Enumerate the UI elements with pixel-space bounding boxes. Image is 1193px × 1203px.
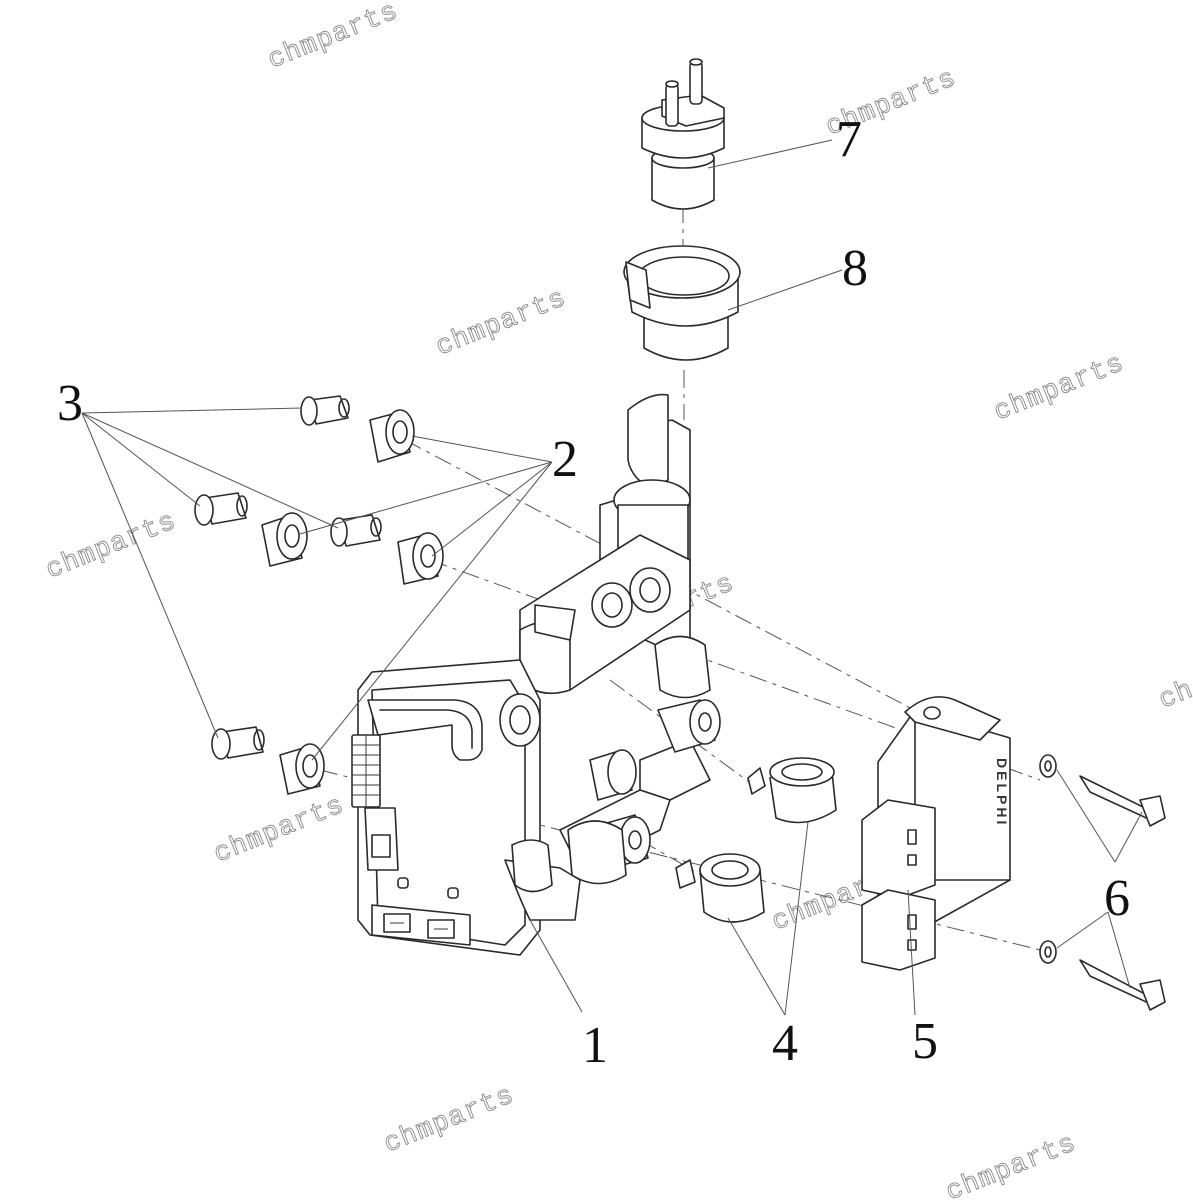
part-5-control-module: DELPHI	[861, 696, 1011, 971]
watermark: chmparts	[42, 507, 181, 586]
part-2-split-sleeve	[511, 635, 711, 893]
callout-3: 3	[57, 375, 83, 432]
part-7-sensor	[641, 58, 725, 210]
watermark: chmparts	[432, 284, 571, 363]
part-6-screw	[1039, 940, 1166, 1011]
part-3-bolt	[300, 395, 350, 426]
part-2-grommet	[369, 409, 415, 463]
part-2-grommet	[397, 532, 444, 585]
part-4-clamp	[747, 757, 837, 824]
callout-1: 1	[582, 1017, 608, 1074]
watermark: chmparts	[210, 791, 349, 870]
watermark: chmparts	[990, 349, 1129, 428]
part-2-grommet	[657, 699, 721, 753]
part-2-grommet	[279, 743, 325, 795]
part-3-bolt	[211, 726, 265, 760]
callout-2: 2	[552, 431, 578, 488]
part-8-sleeve	[623, 245, 741, 361]
part-6-screw	[1039, 754, 1166, 827]
leader-lines	[81, 139, 1143, 1016]
callout-8: 8	[842, 240, 868, 297]
part-2-grommet	[261, 512, 308, 567]
watermark: chmparts	[380, 1081, 519, 1160]
connector-ribs	[351, 734, 381, 808]
watermark: chmparts	[264, 0, 403, 76]
watermark: chmparts	[942, 1129, 1081, 1203]
callout-labels: 1 2 3 4 5 6 7 8	[57, 111, 1130, 1074]
part-2-grommet	[589, 749, 637, 801]
callout-5: 5	[912, 1013, 938, 1070]
callout-4: 4	[772, 1015, 798, 1072]
callout-7: 7	[836, 111, 862, 168]
part-4-clamp	[675, 853, 765, 923]
part-3-bolt	[330, 514, 382, 547]
callout-6: 6	[1104, 870, 1130, 927]
part-3-bolt	[194, 492, 248, 526]
module-brand-label: DELPHI	[994, 758, 1010, 827]
watermark: ch	[1155, 676, 1193, 717]
